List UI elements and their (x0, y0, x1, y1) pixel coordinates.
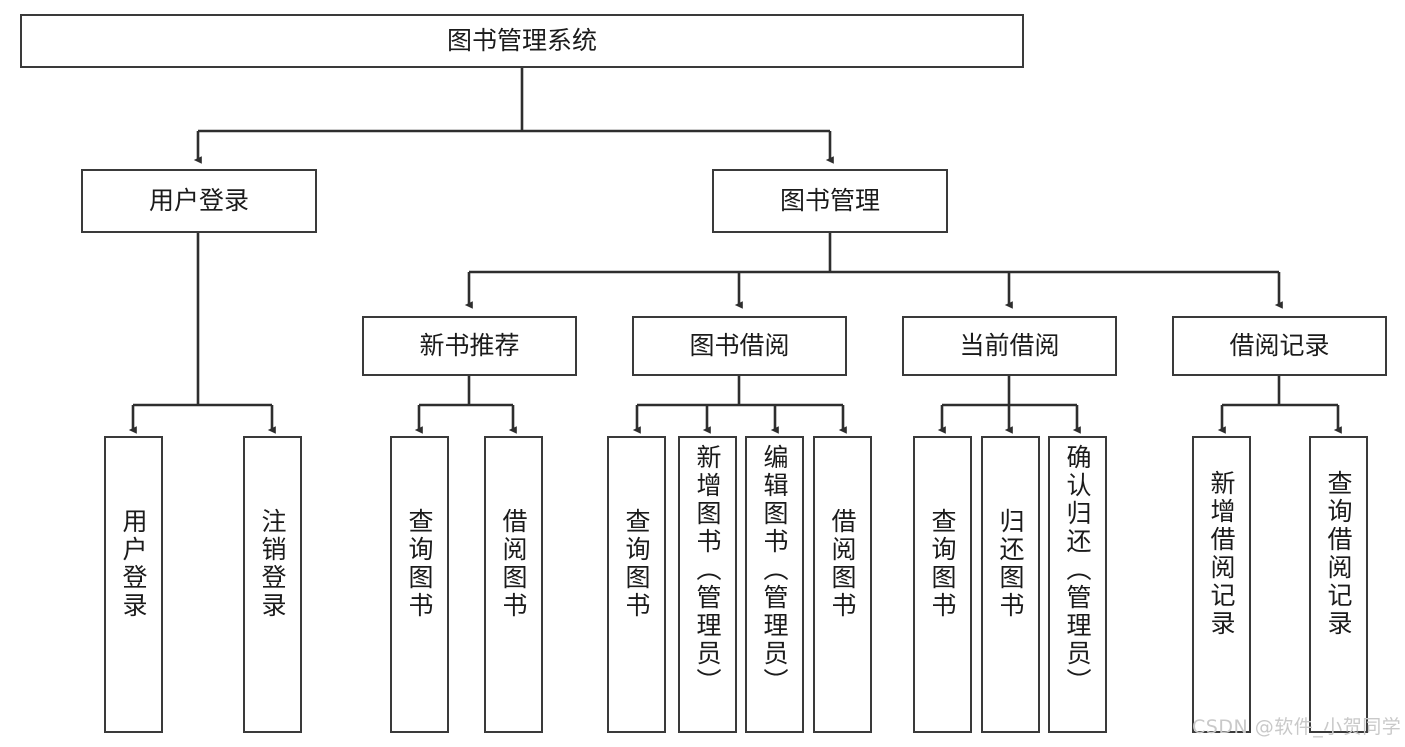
node-label: 图书借阅 (689, 331, 790, 361)
node-current-borrowing[interactable]: 当前借阅 (902, 316, 1117, 376)
node-label: 新增图书（管理员） (693, 444, 722, 696)
node-label: 用户登录 (148, 186, 249, 216)
node-label: 借阅记录 (1229, 331, 1330, 361)
leaf-query-borrowing-record[interactable]: 查询借阅记录 (1309, 436, 1368, 733)
node-label: 查询借阅记录 (1324, 470, 1353, 638)
leaf-borrow-books[interactable]: 借阅图书 (813, 436, 872, 733)
node-label: 注销登录 (258, 508, 287, 620)
node-label: 查询图书 (405, 508, 434, 620)
node-label: 确认归还（管理员） (1063, 444, 1092, 696)
node-label: 新增借阅记录 (1207, 470, 1236, 638)
leaf-logout[interactable]: 注销登录 (243, 436, 302, 733)
leaf-user-login[interactable]: 用户登录 (104, 436, 163, 733)
node-label: 编辑图书（管理员） (760, 444, 789, 696)
leaf-search-books-borrowing[interactable]: 查询图书 (607, 436, 666, 733)
node-label: 查询图书 (928, 508, 957, 620)
node-label: 当前借阅 (959, 331, 1060, 361)
leaf-add-borrowing-record[interactable]: 新增借阅记录 (1192, 436, 1251, 733)
node-label: 用户登录 (119, 508, 148, 620)
node-label: 查询图书 (622, 508, 651, 620)
leaf-borrow-books-recommendation[interactable]: 借阅图书 (484, 436, 543, 733)
leaf-return-books[interactable]: 归还图书 (981, 436, 1040, 733)
node-label: 借阅图书 (499, 508, 528, 620)
leaf-search-books-current[interactable]: 查询图书 (913, 436, 972, 733)
node-borrowing-records[interactable]: 借阅记录 (1172, 316, 1387, 376)
watermark-text: CSDN @软件_小贺同学 (1192, 716, 1402, 738)
leaf-search-books-recommendation[interactable]: 查询图书 (390, 436, 449, 733)
node-new-book-recommendation[interactable]: 新书推荐 (362, 316, 577, 376)
node-label: 借阅图书 (828, 508, 857, 620)
node-label: 图书管理 (779, 186, 880, 216)
node-label: 归还图书 (996, 508, 1025, 620)
leaf-edit-book-admin[interactable]: 编辑图书（管理员） (745, 436, 804, 733)
node-root-book-management-system[interactable]: 图书管理系统 (20, 14, 1024, 68)
leaf-confirm-return-admin[interactable]: 确认归还（管理员） (1048, 436, 1107, 733)
node-label: 图书管理系统 (446, 26, 597, 56)
node-book-borrowing[interactable]: 图书借阅 (632, 316, 847, 376)
node-book-management[interactable]: 图书管理 (712, 169, 948, 233)
node-label: 新书推荐 (419, 331, 520, 361)
node-user-login[interactable]: 用户登录 (81, 169, 317, 233)
leaf-add-book-admin[interactable]: 新增图书（管理员） (678, 436, 737, 733)
